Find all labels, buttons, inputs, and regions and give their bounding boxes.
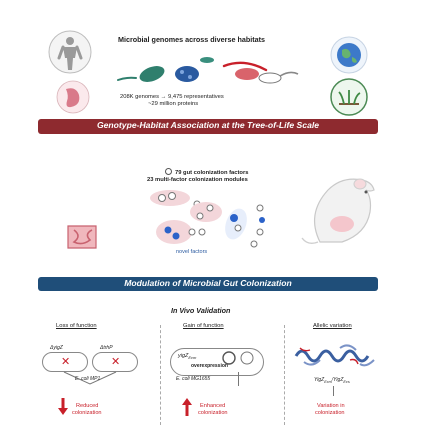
intestine-icon — [62, 220, 102, 259]
human-icon — [48, 30, 92, 79]
globe-icon — [330, 36, 368, 79]
allele-connector — [333, 386, 334, 396]
column-divider-2 — [284, 325, 285, 425]
stomach-icon — [56, 80, 90, 119]
allele-names: YigZEcm/YigZEcs — [314, 377, 350, 384]
allele-b-sub: Ecs — [343, 380, 350, 384]
allelic-variation-header: Allelic variation — [313, 323, 352, 329]
strain-mp1: E. coli MP1 — [75, 376, 101, 382]
allele-a-sub: Ecm — [324, 380, 332, 384]
down-arrow-icon — [58, 398, 68, 421]
gut-colonization-banner: Modulation of Microbial Gut Colonization — [38, 277, 378, 291]
top-title: Microbial genomes across diverse habitat… — [118, 35, 265, 44]
merge-lines — [60, 371, 120, 391]
stats-line-2: ~29 million proteins — [148, 101, 199, 107]
reduced-line-2: colonization — [72, 410, 102, 416]
genotype-habitat-banner: Genotype-Habitat Association at the Tree… — [38, 119, 378, 134]
delta-yigz-label: ΔyigZ — [50, 345, 63, 351]
yigz-gene-sub: Ecm — [188, 355, 197, 361]
factors-text: 79 gut colonization factors — [175, 170, 249, 176]
delta-trhp-pill: ΔtrhP ✕ — [92, 345, 138, 372]
modules-text: 23 multi-factor colonization modules — [147, 177, 248, 183]
banner-1-label: Genotype-Habitat Association at the Tree… — [96, 120, 320, 130]
variation-line-2: colonization — [315, 410, 345, 416]
up-arrow-icon — [182, 398, 192, 421]
delta-trhp-label: ΔtrhP — [100, 345, 113, 351]
enhanced-line-2: colonization — [198, 410, 228, 416]
connector-line — [238, 372, 239, 386]
protein-structure-icon — [290, 340, 386, 377]
cross-icon: ✕ — [61, 356, 71, 368]
factors-label: 79 gut colonization factors — [165, 168, 248, 176]
gain-of-function-header: Gain of function — [183, 323, 224, 329]
enhanced-line-1: Enhanced — [200, 403, 226, 409]
mouse-icon — [300, 172, 382, 257]
validation-title: In Vivo Validation — [171, 306, 231, 315]
novel-factors-label: novel factors — [176, 249, 208, 255]
loss-of-function-header: Loss of function — [56, 323, 97, 329]
allele-b: /YigZ — [331, 377, 344, 383]
banner-2-label: Modulation of Microbial Gut Colonization — [124, 278, 292, 288]
allele-a: YigZ — [314, 377, 325, 383]
strain-mg1655: E. coli MG1655 — [176, 376, 211, 382]
cross-icon: ✕ — [111, 356, 121, 368]
plants-icon — [330, 78, 368, 121]
overexpression-label: overexpression — [191, 363, 228, 369]
column-divider-1 — [160, 325, 161, 425]
yigz-gene: yigZ — [178, 353, 189, 359]
modules-label: 23 multi-factor colonization modules — [147, 177, 248, 183]
yigz-overexpression-pill: yigZEcm overexpression — [170, 348, 264, 376]
reduced-line-1: Reduced — [76, 403, 99, 409]
microbe-row — [112, 54, 322, 95]
colonization-modules-graphic — [142, 186, 302, 261]
variation-line-1: Variation in — [317, 403, 345, 409]
delta-yigz-pill: ΔyigZ ✕ — [42, 345, 88, 372]
stats-line-1: 208K genomes → 9,475 representatives — [120, 94, 224, 100]
